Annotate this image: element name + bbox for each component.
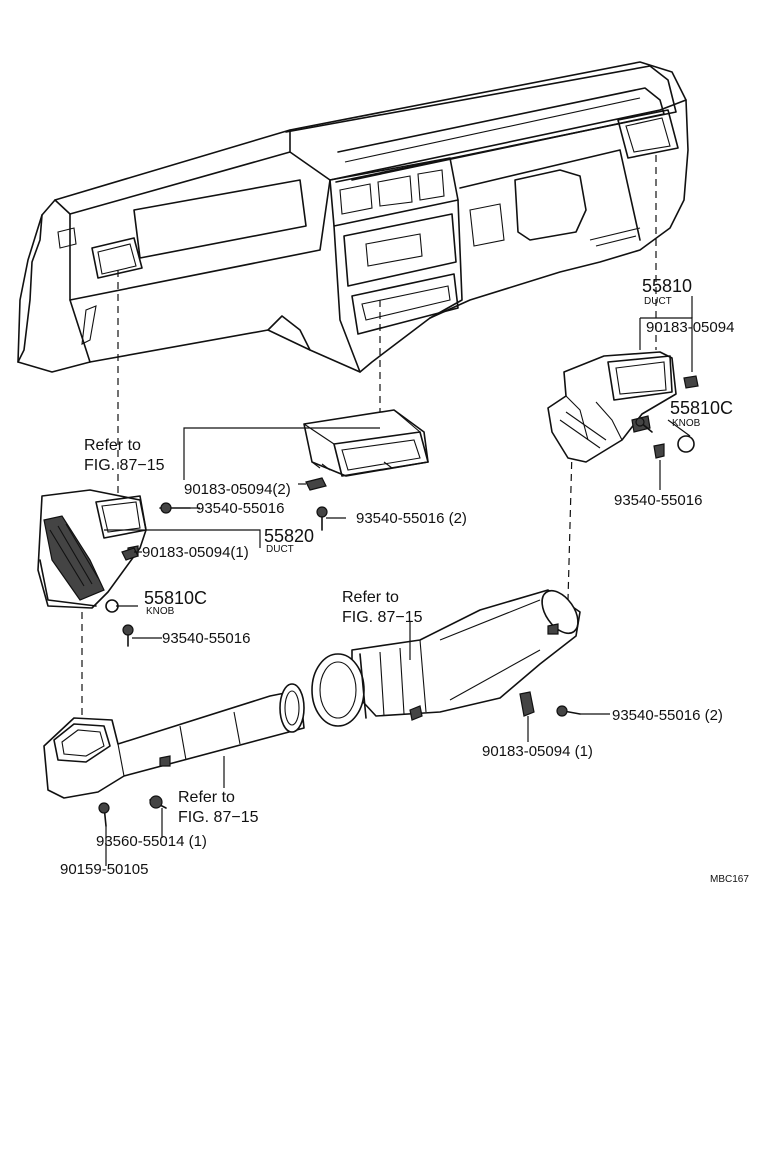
part-number-90159: 90159-50105 — [60, 861, 148, 878]
fasteners — [98, 417, 653, 827]
refer-label-mid-1: Refer to — [342, 589, 399, 606]
part-number-55810c-right: 55810C — [670, 398, 733, 418]
screw-icon — [149, 795, 167, 809]
refer-label-bottom-2: FIG. 87−15 — [178, 809, 259, 826]
part-name-55810c-right: KNOB — [672, 418, 701, 429]
right-side-vent — [547, 351, 699, 463]
center-vent-duct — [303, 409, 429, 491]
part-number-55820: 55820 — [264, 526, 314, 546]
clip-icon — [121, 547, 139, 561]
clip-icon — [519, 691, 535, 717]
refer-label-bottom-1: Refer to — [178, 789, 235, 806]
left-side-vent — [37, 489, 147, 613]
part-number-93540-center1: 93540-55016 — [196, 500, 284, 517]
screw-icon — [316, 506, 328, 531]
flex-hose-duct — [311, 589, 581, 727]
part-name-55810c-left: KNOB — [146, 606, 175, 617]
refer-label-mid-2: FIG. 87−15 — [342, 609, 423, 626]
screw-icon — [159, 502, 191, 514]
part-number-93540-center2: 93540-55016 (2) — [356, 510, 467, 527]
screw-icon — [98, 802, 110, 827]
part-number-93540-lower-right: 93540-55016 (2) — [612, 707, 723, 724]
part-number-93540-left: 93540-55016 — [162, 630, 250, 647]
part-number-90183-left: 90183-05094(1) — [142, 544, 249, 561]
part-name-55820: DUCT — [266, 544, 294, 555]
part-number-93560: 93560-55014 (1) — [96, 833, 207, 850]
part-number-55810c-left: 55810C — [144, 588, 207, 608]
screw-icon — [122, 624, 134, 647]
part-number-90183-center: 90183-05094(2) — [184, 481, 291, 498]
drawing-code: MBC167 — [710, 874, 749, 885]
part-number-55810: 55810 — [642, 276, 692, 296]
part-number-90183-right: 90183-05094 — [646, 319, 734, 336]
leader-lines — [104, 296, 693, 866]
refer-label-left-2: FIG. 87−15 — [84, 457, 165, 474]
screw-icon — [635, 417, 653, 433]
part-labels: Refer to FIG. 87−15 90183-05094(2) 93540… — [60, 276, 749, 885]
refer-label-left-1: Refer to — [84, 437, 141, 454]
part-number-90183-lower-right: 90183-05094 (1) — [482, 743, 593, 760]
part-name-55810: DUCT — [644, 296, 672, 307]
screw-icon — [556, 705, 581, 717]
lower-duct — [43, 683, 305, 799]
instrument-panel — [17, 61, 689, 373]
part-number-93540-right: 93540-55016 — [614, 492, 702, 509]
